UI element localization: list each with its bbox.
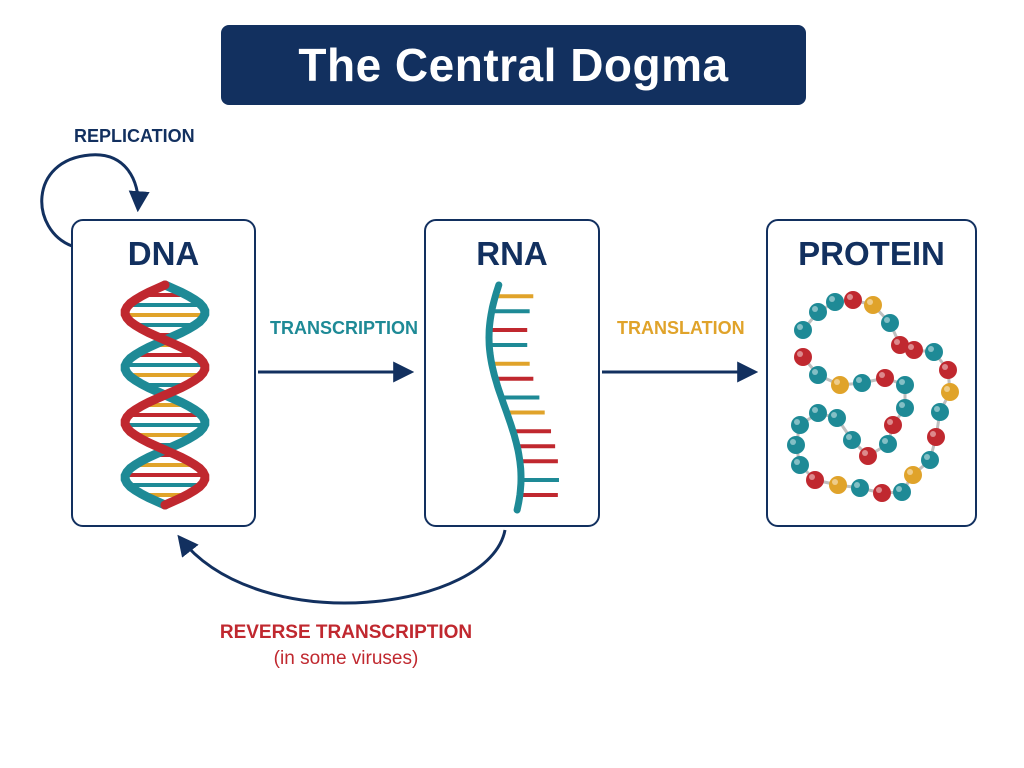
amino-acid-bead [921,451,939,469]
amino-acid-bead [794,321,812,339]
amino-acid-bead [925,343,943,361]
bead-highlight [896,486,902,492]
amino-acid-bead [809,303,827,321]
amino-acid-bead [843,431,861,449]
amino-acid-bead [787,436,805,454]
bead-highlight [790,439,796,445]
amino-acid-bead [876,369,894,387]
bead-highlight [879,372,885,378]
bead-highlight [812,306,818,312]
reverse-transcription-note: (in some viruses) [273,648,419,669]
bead-highlight [867,299,873,305]
bead-highlight [794,459,800,465]
bead-highlight [832,479,838,485]
amino-acid-bead [851,479,869,497]
amino-acid-bead [896,376,914,394]
bead-highlight [809,474,815,480]
bead-highlight [812,369,818,375]
amino-acid-bead [826,293,844,311]
bead-highlight [862,450,868,456]
bead-highlight [908,344,914,350]
amino-acid-bead [864,296,882,314]
bead-highlight [794,419,800,425]
bead-highlight [797,351,803,357]
amino-acid-bead [927,428,945,446]
amino-acid-bead [896,399,914,417]
amino-acid-bead [873,484,891,502]
amino-acid-bead [884,416,902,434]
amino-acid-bead [891,336,909,354]
rna-backbone [485,281,525,514]
bead-highlight [887,419,893,425]
reverse-transcription-caption: REVERSE TRANSCRIPTION (in some viruses) [200,622,492,670]
bead-highlight [856,377,862,383]
bead-highlight [944,386,950,392]
amino-acid-chain-icon [787,291,959,502]
amino-acid-bead [806,471,824,489]
amino-acid-bead [829,476,847,494]
bead-highlight [907,469,913,475]
amino-acid-bead [905,341,923,359]
bead-highlight [928,346,934,352]
double-helix-icon [120,280,210,510]
bead-highlight [934,406,940,412]
rna-box: RNA [424,219,600,527]
amino-acid-bead [831,376,849,394]
reverse-transcription-label: REVERSE TRANSCRIPTION [219,622,473,643]
single-strand-rna-icon [485,281,559,514]
bead-highlight [942,364,948,370]
bead-highlight [876,487,882,493]
bead-highlight [899,402,905,408]
amino-acid-bead [939,361,957,379]
dna-label: DNA [127,235,200,272]
protein-label: PROTEIN [798,235,945,272]
bead-highlight [924,454,930,460]
replication-arrow [40,153,150,248]
amino-acid-bead [853,374,871,392]
amino-acid-bead [941,383,959,401]
amino-acid-bead [809,404,827,422]
amino-acid-bead [859,447,877,465]
reverse-transcription-arrow [177,529,507,605]
replication-label: REPLICATION [74,126,195,146]
amino-acid-bead [844,291,862,309]
bead-highlight [834,379,840,385]
page-title: The Central Dogma [298,39,729,91]
amino-acid-bead [809,366,827,384]
bead-highlight [829,296,835,302]
bead-highlight [930,431,936,437]
bead-highlight [847,294,853,300]
rna-label: RNA [476,235,548,272]
amino-acid-bead [904,466,922,484]
dna-strand-red [120,280,210,510]
title-banner: The Central Dogma [221,25,806,105]
amino-acid-bead [828,409,846,427]
amino-acid-bead [879,435,897,453]
amino-acid-bead [791,416,809,434]
amino-acid-bead [791,456,809,474]
amino-acid-bead [893,483,911,501]
amino-acid-bead [794,348,812,366]
bead-highlight [846,434,852,440]
amino-acid-bead [881,314,899,332]
bead-highlight [854,482,860,488]
translation-label: TRANSLATION [617,318,745,338]
bead-highlight [899,379,905,385]
bead-highlight [884,317,890,323]
bead-highlight [812,407,818,413]
bead-highlight [831,412,837,418]
bead-highlight [894,339,900,345]
transcription-label: TRANSCRIPTION [270,318,418,338]
bead-highlight [797,324,803,330]
bead-highlight [882,438,888,444]
amino-acid-bead [931,403,949,421]
